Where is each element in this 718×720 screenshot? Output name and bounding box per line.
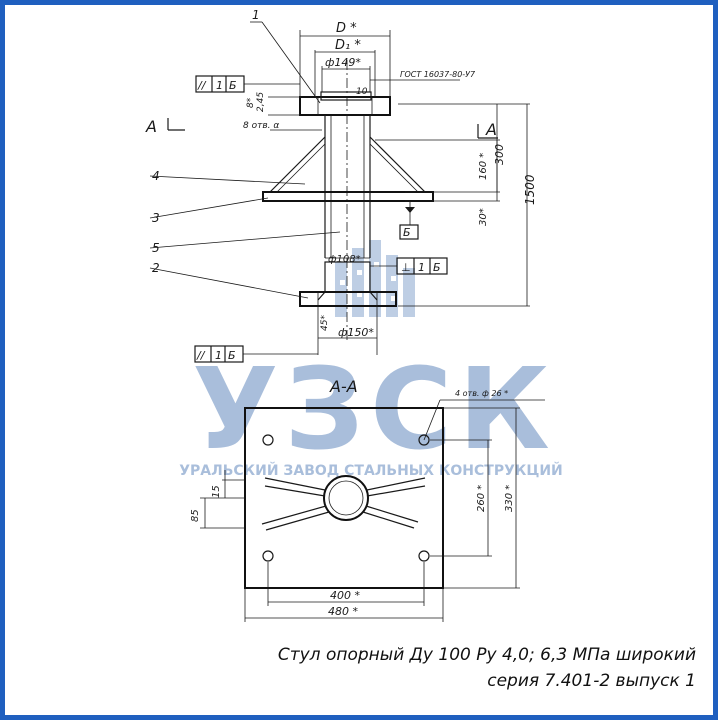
dim-480: 480 * — [328, 605, 358, 618]
watermark-logo-text: УЗСК — [192, 345, 556, 475]
watermark-subtitle: УРАЛЬСКИЙ ЗАВОД СТАЛЬНЫХ КОНСТРУКЦИЙ — [179, 462, 563, 479]
tol-perp-val: 1 — [418, 261, 425, 274]
dim-8: 8* — [246, 97, 256, 108]
dim-149: ф149* — [325, 56, 361, 69]
dim-160: 160 * — [478, 153, 489, 180]
dim-150: ф150* — [338, 326, 374, 339]
section-mark-left: А — [145, 117, 157, 136]
section-title: А-А — [329, 377, 358, 396]
tol-top-sym: // — [197, 79, 207, 92]
dim-D1: D₁ * — [335, 38, 361, 53]
dim-400: 400 * — [330, 589, 360, 602]
tol-perp-datum: Б — [433, 261, 441, 274]
pos-5-label: 5 — [152, 241, 160, 255]
datum-label: Б — [403, 226, 411, 239]
top-flange — [299, 91, 391, 116]
dim-85: 85 — [190, 509, 201, 522]
position-leaders — [149, 21, 341, 299]
pos-4-label: 4 — [152, 169, 160, 183]
dim-D: D * — [336, 21, 357, 36]
pos-3-label: 3 — [152, 211, 160, 225]
base-plate-side — [262, 191, 434, 202]
dim-330: 330 * — [504, 485, 515, 512]
dim-30: 30* — [478, 208, 489, 226]
tol-bot-datum: Б — [228, 349, 236, 362]
caption-series: серия 7.401-2 выпуск 1 — [487, 671, 696, 691]
dim-1500: 1500 — [523, 174, 537, 205]
gost-label: ГОСТ 16037-80-У7 — [400, 70, 476, 79]
tolerance-frame-perp — [370, 257, 448, 275]
plate-dimension-lines — [200, 399, 545, 622]
holes-plate-label: 4 отв. ф 26 * — [455, 389, 508, 398]
dim-260: 260 * — [476, 485, 487, 512]
dim-2-45: 2,45 — [256, 92, 266, 112]
dim-108: ф108* — [328, 254, 361, 265]
tol-bot-sym: // — [196, 349, 206, 362]
dim-300: 300 — [493, 144, 506, 165]
tol-perp-sym: ⊥ — [401, 261, 411, 274]
dim-10: 10 — [356, 87, 368, 97]
datum-box — [399, 224, 419, 240]
watermark-logo-graphic — [335, 240, 415, 317]
caption-title: Стул опорный Ду 100 Ру 4,0; 6,3 МПа широ… — [277, 645, 696, 665]
section-mark-right: А — [485, 120, 497, 139]
tolerance-frame-bottom — [194, 345, 318, 363]
dim-15: 15 — [211, 485, 222, 498]
tol-bot-val: 1 — [215, 349, 222, 362]
pos-2-label: 2 — [152, 261, 160, 275]
tol-top-val: 1 — [216, 79, 223, 92]
dim-45: 45* — [320, 315, 330, 331]
pos-1-label: 1 — [252, 8, 260, 22]
dimension-lines — [167, 30, 530, 355]
tolerance-frame-top — [195, 75, 300, 93]
tol-top-datum: Б — [229, 79, 237, 92]
holes-top-label: 8 отв. α — [243, 121, 279, 131]
lower-pipe — [299, 261, 397, 330]
